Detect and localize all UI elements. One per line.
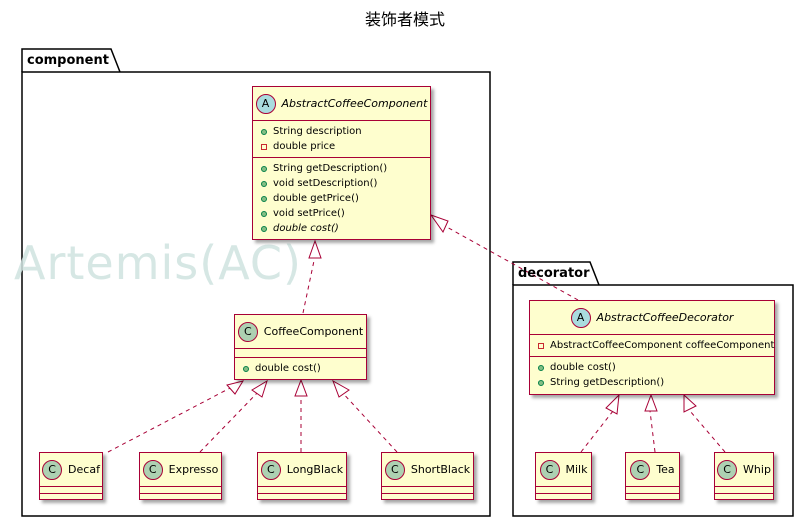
class-short-black[interactable]: C ShortBlack <box>381 452 474 500</box>
arrowhead-abstractcomponent-2 <box>429 214 449 234</box>
public-icon <box>261 128 267 135</box>
field-row: AbstractCoffeeComponent coffeeComponent <box>538 338 774 353</box>
class-name: Decaf <box>68 463 100 476</box>
class-tea[interactable]: C Tea <box>625 452 680 500</box>
arrowhead-decorator-1 <box>605 393 620 415</box>
arrowhead-coffeecomponent-4 <box>332 379 350 398</box>
field-row: double price <box>261 139 430 154</box>
abstract-class-icon: A <box>570 307 591 328</box>
method-row: double getPrice() <box>261 191 430 206</box>
public-icon <box>261 210 267 217</box>
private-icon <box>538 342 544 349</box>
package-decorator-label: decorator <box>518 266 590 281</box>
abstract-class-icon: A <box>255 93 276 114</box>
class-icon: C <box>717 459 738 480</box>
public-icon <box>261 195 267 202</box>
class-abstract-coffee-decorator[interactable]: A AbstractCoffeeDecorator AbstractCoffee… <box>529 300 775 395</box>
method-row: void setPrice() <box>261 206 430 221</box>
class-icon: C <box>42 459 63 480</box>
methods-section: double cost() String getDescription() <box>530 356 774 393</box>
class-name: LongBlack <box>286 463 344 476</box>
class-milk[interactable]: C Milk <box>535 452 592 500</box>
class-name: Expresso <box>168 463 219 476</box>
arrowhead-abstractcomponent-1 <box>308 239 322 259</box>
fields-section: String description double price <box>253 120 430 157</box>
method-row: double cost() <box>243 361 366 376</box>
class-decaf[interactable]: C Decaf <box>39 452 103 500</box>
edge-tea-to-decorator <box>649 410 656 453</box>
class-icon: C <box>260 459 281 480</box>
arrowhead-decorator-3 <box>683 393 697 413</box>
edge-coffeecomponent-to-abstractcomponent <box>302 255 316 314</box>
class-name: ShortBlack <box>410 463 471 476</box>
package-component-label: component <box>27 53 109 68</box>
public-icon <box>538 379 544 386</box>
class-icon: C <box>142 459 163 480</box>
class-name: Milk <box>565 463 588 476</box>
public-icon <box>243 365 249 372</box>
methods-section: String getDescription() void setDescript… <box>253 157 430 239</box>
public-icon <box>261 165 267 172</box>
edge-shortblack-to-coffeecomponent <box>339 389 398 453</box>
method-row: double cost() <box>261 221 430 236</box>
arrowhead-decorator-2 <box>644 393 658 412</box>
public-icon <box>261 180 267 187</box>
class-name: Tea <box>656 463 675 476</box>
fields-section: AbstractCoffeeComponent coffeeComponent <box>530 334 774 356</box>
public-icon <box>538 364 544 371</box>
class-icon: C <box>630 459 651 480</box>
private-icon <box>261 143 267 150</box>
methods-section: double cost() <box>235 357 366 379</box>
arrowhead-coffeecomponent-3 <box>294 378 308 397</box>
class-long-black[interactable]: C LongBlack <box>257 452 347 500</box>
class-icon: C <box>384 459 405 480</box>
public-icon <box>261 225 267 232</box>
edge-whip-to-decorator <box>689 410 726 453</box>
field-row: String description <box>261 124 430 139</box>
class-whip[interactable]: C Whip <box>714 452 774 500</box>
watermark-text: Artemis(AC) <box>14 236 302 290</box>
class-expresso[interactable]: C Expresso <box>139 452 222 500</box>
arrowhead-coffeecomponent-2 <box>251 379 268 398</box>
class-abstract-coffee-component[interactable]: A AbstractCoffeeComponent String descrip… <box>252 86 431 240</box>
class-name: AbstractCoffeeComponent <box>281 97 428 110</box>
class-name: AbstractCoffeeDecorator <box>596 311 734 324</box>
class-icon: C <box>237 321 258 342</box>
method-row: String getDescription() <box>261 161 430 176</box>
class-name: CoffeeComponent <box>263 325 364 338</box>
edge-decorator-to-abstractcomponent <box>444 225 579 301</box>
method-row: void setDescription() <box>261 176 430 191</box>
method-row: double cost() <box>538 360 774 375</box>
method-row: String getDescription() <box>538 375 774 390</box>
arrowhead-coffeecomponent-1 <box>226 380 245 395</box>
fields-section <box>235 348 366 357</box>
edge-expresso-to-coffeecomponent <box>199 389 261 453</box>
diagram-title: 装饰者模式 <box>364 10 445 29</box>
edge-milk-to-decorator <box>580 410 614 453</box>
class-name: Whip <box>743 463 771 476</box>
class-coffee-component[interactable]: C CoffeeComponent double cost() <box>234 314 367 380</box>
class-icon: C <box>539 459 560 480</box>
